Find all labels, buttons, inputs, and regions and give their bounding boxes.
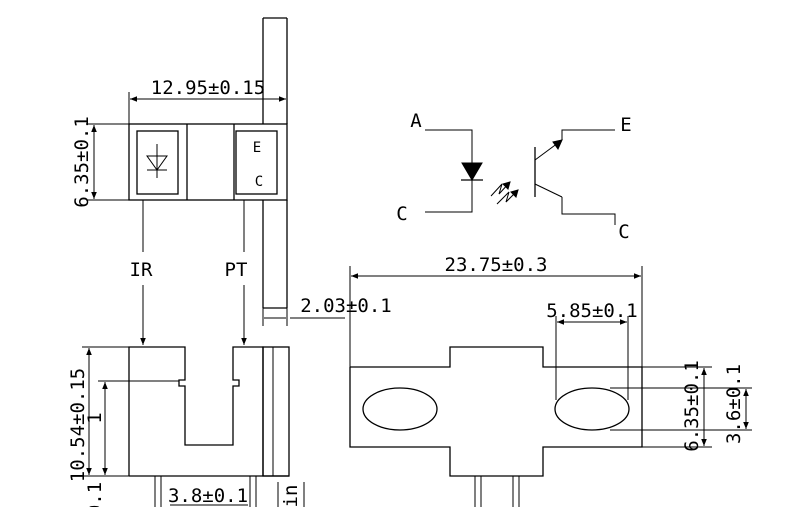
hole-spacing-dimension: 5.85±0.1 — [546, 300, 638, 322]
collector-label: C — [618, 221, 629, 243]
pt-window — [235, 130, 278, 195]
bottom-right-dimension: in — [280, 485, 302, 507]
hole-height-inner-dimension: 3.6±0.1 — [723, 364, 745, 444]
cathode-label: C — [396, 203, 407, 225]
ir-label: IR — [130, 259, 153, 281]
ir-diode-icon — [146, 144, 168, 178]
lead-dimension: 2.03±0.1 — [300, 295, 392, 317]
mount-view: 23.75±0.3 5.85±0.1 6.35±0.1 3.6±0.1 — [349, 254, 752, 507]
top-view-body — [128, 123, 288, 201]
pt-label: PT — [225, 259, 248, 281]
hole-height-outer-dimension: 6.35±0.1 — [681, 360, 703, 452]
side-height-dimension: 10.54±0.15 — [67, 368, 89, 482]
mount-hole-right — [554, 387, 630, 431]
emitter-label: E — [620, 114, 631, 136]
led-icon — [461, 162, 483, 181]
top-view: E C 12.95±0.15 6.35±0.1 IR PT 2.03±0.1 — [71, 17, 392, 345]
side-inner-dimension: 1 — [84, 412, 106, 423]
phototransistor-icon — [534, 129, 616, 225]
slot-dimension: 3.8±0.1 — [168, 485, 248, 507]
pin-e-label: E — [253, 140, 261, 156]
length-dimension: 23.75±0.3 — [445, 254, 548, 276]
pin-c-label: C — [255, 174, 263, 190]
width-dimension: 12.95±0.15 — [151, 77, 265, 99]
ir-window — [136, 130, 179, 195]
side-view: 10.54±0.15 1 0.1 3.8±0.1 in — [67, 346, 305, 507]
light-emission-icon — [490, 181, 519, 205]
schematic: A C E C — [396, 110, 631, 243]
mount-hole-left — [362, 387, 438, 431]
bottom-left-dimension: 0.1 — [84, 482, 106, 507]
height-dimension: 6.35±0.1 — [71, 116, 93, 208]
anode-label: A — [410, 110, 422, 132]
